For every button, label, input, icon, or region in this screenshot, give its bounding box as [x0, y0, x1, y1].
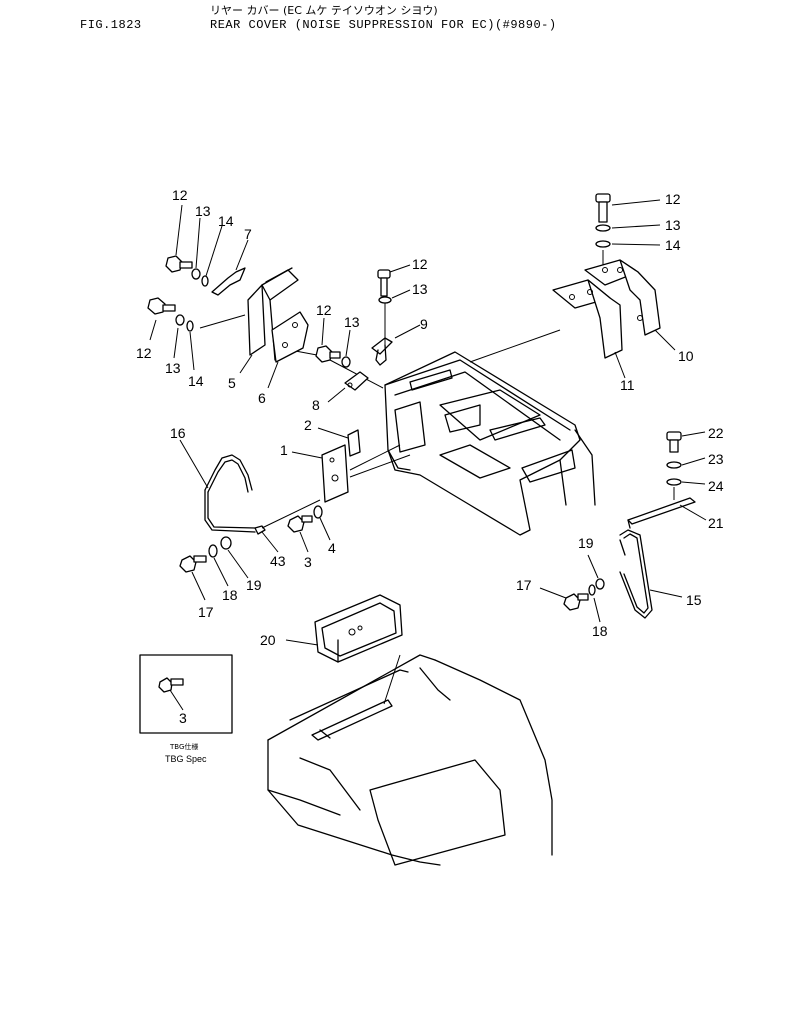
- title-english: REAR COVER (NOISE SUPPRESSION FOR EC)(#9…: [210, 18, 557, 32]
- callout-labels: 12 13 14 7 12 13 14 5 6 12 13 8 12 13 9 …: [136, 187, 724, 726]
- cab-shell: [267, 654, 553, 866]
- callout-label: 23: [708, 451, 724, 467]
- bolt-3-washer-4: [287, 505, 323, 533]
- callout-label: 6: [258, 390, 266, 406]
- callout-label: 11: [620, 377, 635, 393]
- callout-label: 12: [665, 191, 681, 207]
- callout-label: 3: [304, 554, 312, 570]
- callout-label: 13: [195, 203, 211, 219]
- bracket-1: [321, 444, 349, 503]
- callout-label: 17: [516, 577, 532, 593]
- rod-15: [619, 529, 653, 619]
- figure-number: FIG.1823: [80, 18, 142, 32]
- callout-label: 1: [280, 442, 288, 458]
- callout-label: 20: [260, 632, 276, 648]
- callout-label: 15: [686, 592, 702, 608]
- callout-label: 12: [172, 187, 188, 203]
- callout-leaders: [149, 199, 707, 711]
- title-japanese: リヤー カバー (EC ムケ テイソウオン シヨウ): [210, 4, 438, 17]
- callout-label: 19: [578, 535, 594, 551]
- callout-label: 16: [170, 425, 186, 441]
- fasteners-lower-left: [179, 536, 232, 573]
- callout-label: 12: [136, 345, 152, 361]
- fasteners-upper-left: [147, 255, 351, 368]
- rod-9: [371, 269, 393, 366]
- callout-label: 17: [198, 604, 214, 620]
- callout-label: 21: [708, 515, 724, 531]
- callout-label: 43: [270, 553, 286, 569]
- callout-label: 22: [708, 425, 724, 441]
- callout-label: 24: [708, 478, 724, 494]
- link-8: [344, 371, 369, 391]
- inset-label-jp: TBG仕様: [169, 742, 198, 751]
- callout-label: 13: [665, 217, 681, 233]
- callout-label: 13: [412, 281, 428, 297]
- callout-label: 4: [328, 540, 336, 556]
- callout-label: 10: [678, 348, 694, 364]
- panel-20: [314, 594, 403, 663]
- callout-label: 14: [665, 237, 681, 253]
- callout-label: 12: [412, 256, 428, 272]
- rear-cover-housing: [384, 351, 596, 536]
- callout-label: 2: [304, 417, 312, 433]
- callout-label: 9: [420, 316, 428, 332]
- bracket-10: [584, 259, 661, 336]
- callout-label: 3: [179, 710, 187, 726]
- fasteners-right: [666, 431, 682, 500]
- callout-label: 8: [312, 397, 320, 413]
- callout-label: 13: [165, 360, 181, 376]
- bracket-5: [247, 267, 299, 361]
- fasteners-lower-right: [563, 578, 605, 611]
- clip-7: [211, 267, 246, 296]
- inset-label-en: TBG Spec: [165, 754, 207, 764]
- inset-tbg-spec: [139, 654, 233, 734]
- callout-label: 18: [592, 623, 608, 639]
- fasteners-upper-right: [595, 193, 611, 265]
- rod-16: [204, 454, 321, 535]
- callout-label: 18: [222, 587, 238, 603]
- bracket-11: [552, 279, 623, 359]
- callout-label: 7: [244, 226, 252, 242]
- callout-label: 14: [218, 213, 234, 229]
- callout-label: 12: [316, 302, 332, 318]
- strip-21: [627, 497, 696, 529]
- plate-6: [271, 311, 309, 363]
- callout-label: 5: [228, 375, 236, 391]
- bracket-2: [347, 429, 361, 457]
- callout-label: 13: [344, 314, 360, 330]
- callout-label: 14: [188, 373, 204, 389]
- callout-label: 19: [246, 577, 262, 593]
